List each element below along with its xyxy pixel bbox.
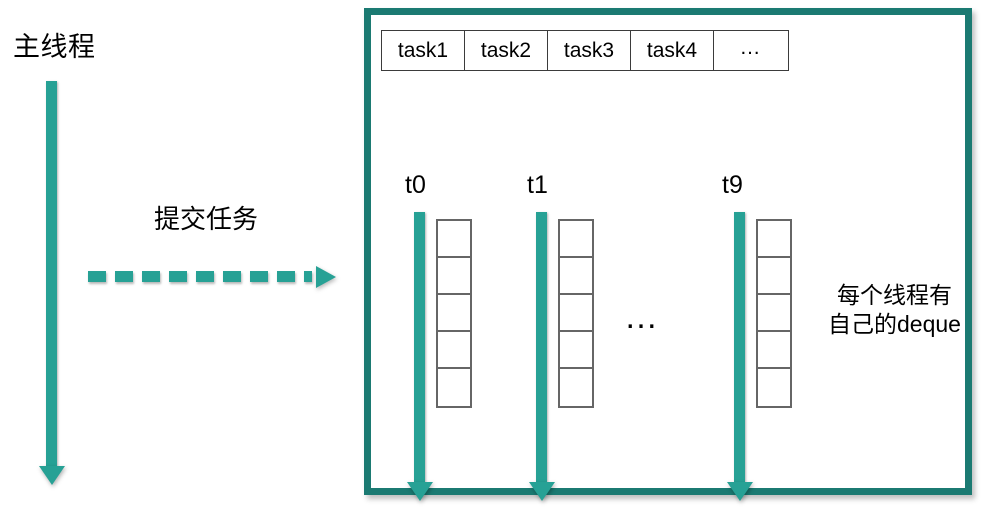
- thread-column-t1: t1: [527, 170, 617, 502]
- task-cell-ellipsis: …: [713, 30, 789, 71]
- deque-slot: [560, 332, 592, 369]
- deque-slot: [758, 369, 790, 406]
- main-thread-arrow-head: [38, 466, 65, 485]
- task-cell: task3: [547, 30, 630, 71]
- deque-t0: [436, 219, 472, 408]
- thread-arrow-t9: [726, 212, 753, 502]
- submit-task-label: 提交任务: [154, 204, 259, 234]
- deque-slot: [560, 295, 592, 332]
- thread-arrow-shaft: [414, 212, 425, 482]
- deque-slot: [560, 221, 592, 258]
- note-line-2: 自己的deque: [828, 311, 961, 337]
- deque-slot: [560, 369, 592, 406]
- main-thread-arrow: [38, 81, 65, 485]
- thread-arrow-head: [528, 482, 555, 501]
- task-queue-row: task1 task2 task3 task4 …: [381, 30, 789, 71]
- thread-label-t0: t0: [405, 171, 426, 199]
- deque-slot: [438, 221, 470, 258]
- thread-arrow-t0: [406, 212, 433, 502]
- submit-task-dashed-arrow: [88, 266, 344, 288]
- task-cell: task4: [630, 30, 713, 71]
- thread-column-t9: t9: [722, 170, 812, 502]
- deque-slot: [758, 221, 790, 258]
- thread-label-t9: t9: [722, 171, 743, 199]
- deque-slot: [438, 332, 470, 369]
- deque-slot: [560, 258, 592, 295]
- deque-slot: [758, 295, 790, 332]
- per-thread-deque-note: 每个线程有 自己的deque: [817, 281, 972, 339]
- task-cell: task2: [464, 30, 547, 71]
- threads-ellipsis: …: [624, 298, 661, 336]
- dashed-arrow-head-icon: [316, 266, 336, 288]
- deque-slot: [758, 332, 790, 369]
- thread-arrow-head: [406, 482, 433, 501]
- task-cell: task1: [381, 30, 464, 71]
- main-thread-title: 主线程: [13, 32, 96, 62]
- deque-slot: [438, 258, 470, 295]
- thread-arrow-t1: [528, 212, 555, 502]
- deque-slot: [758, 258, 790, 295]
- main-thread-arrow-shaft: [46, 81, 57, 466]
- thread-arrow-shaft: [536, 212, 547, 482]
- deque-t1: [558, 219, 594, 408]
- thread-column-t0: t0: [405, 170, 495, 502]
- deque-slot: [438, 369, 470, 406]
- deque-slot: [438, 295, 470, 332]
- thread-arrow-shaft: [734, 212, 745, 482]
- deque-t9: [756, 219, 792, 408]
- note-line-1: 每个线程有: [837, 282, 952, 308]
- dashed-line: [88, 271, 312, 282]
- thread-label-t1: t1: [527, 171, 548, 199]
- thread-arrow-head: [726, 482, 753, 501]
